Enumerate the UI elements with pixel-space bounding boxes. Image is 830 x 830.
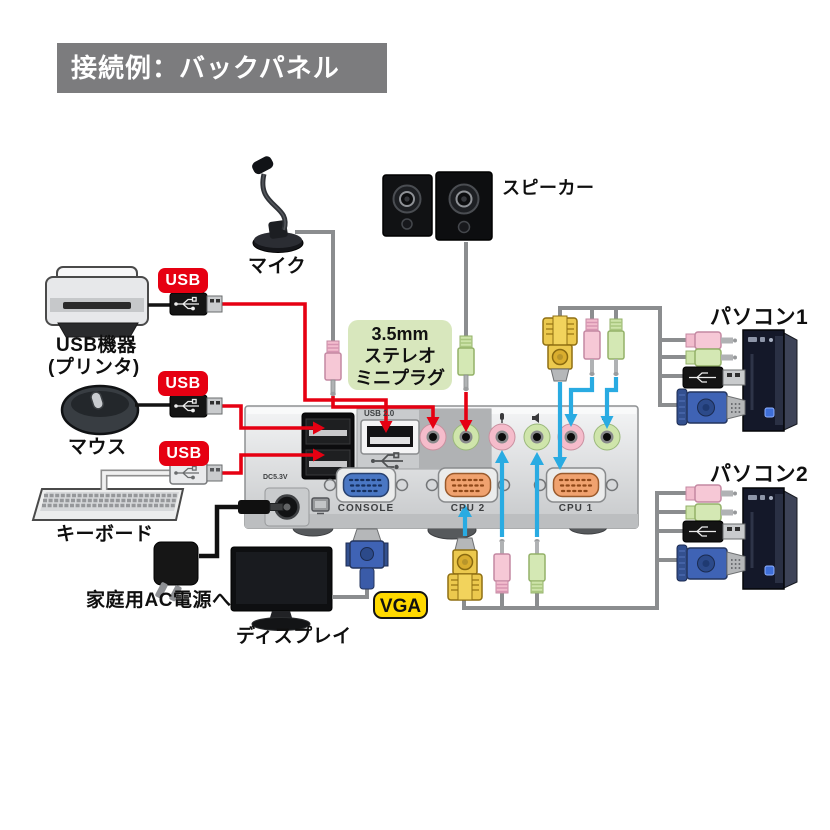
- pc1-speaker-plug: [607, 318, 625, 376]
- usb-trident-icon: [371, 452, 403, 470]
- pc1-speaker-route: [604, 377, 619, 416]
- cpu1-port-label: CPU 1: [558, 503, 594, 514]
- mouse-label: マウス: [68, 437, 127, 458]
- pc1-tower: [742, 329, 798, 432]
- mouse-illustration: [60, 384, 140, 436]
- speakers-illustration: [382, 171, 493, 241]
- stereo-miniplug-note: 3.5mm ステレオ ミニプラグ: [348, 320, 452, 390]
- pc2-mic-plug: [493, 539, 511, 594]
- keyboard-usb-route: [222, 453, 313, 475]
- console-speaker-jack: [452, 423, 480, 451]
- cpu2-vga-port: [425, 467, 511, 503]
- usb20-port-label: USB 2.0: [364, 409, 395, 418]
- mic-route: [331, 396, 435, 417]
- usb-device-label: USB機器: [56, 335, 137, 356]
- mouse-usb-route: [222, 404, 313, 430]
- usb-badge-mouse: USB: [158, 371, 208, 396]
- pc1-mic-plug: [583, 318, 601, 376]
- console-vga-port: [323, 467, 409, 503]
- usb20-port: [360, 419, 420, 455]
- usb-badge-printer: USB: [158, 268, 208, 293]
- pc1-mic-route: [568, 377, 595, 414]
- dc-power-jack: [264, 487, 310, 527]
- red-cables: [222, 302, 468, 475]
- cpu1-vga-port: [533, 467, 619, 503]
- cpu2-mic-jack: [488, 423, 516, 451]
- note-line-3: ミニプラグ: [355, 368, 445, 388]
- pc1-trunk-cable: [558, 306, 679, 407]
- microphone-illustration: [252, 156, 304, 253]
- keyboard-illustration: [31, 488, 185, 521]
- cpu1-mic-jack: [557, 423, 585, 451]
- pc1-vga-connector: [542, 315, 578, 382]
- console-port-label: CONSOLE: [337, 503, 395, 514]
- note-line-1: 3.5mm: [371, 324, 429, 344]
- cpu2-speaker-jack: [523, 423, 551, 451]
- cyan-arrowheads: [458, 414, 614, 517]
- pc2-vga-connector: [447, 537, 483, 601]
- page-title: 接続例：バックパネル: [57, 43, 387, 93]
- black-cables: [100, 303, 240, 559]
- ac-power-label: 家庭用AC電源へ: [86, 590, 232, 611]
- keyboard-label: キーボード: [56, 524, 154, 545]
- pc2-tower: [742, 487, 798, 590]
- mic-label: マイク: [248, 256, 307, 277]
- mic-plug: [324, 340, 342, 397]
- display-icon: [311, 497, 330, 515]
- dc-plug: [238, 500, 284, 514]
- display-label: ディスプレイ: [236, 626, 352, 647]
- mouse-usb-connector: [169, 394, 223, 418]
- cpu2-port-label: CPU 2: [450, 503, 486, 514]
- note-line-2: ステレオ: [364, 346, 436, 366]
- red-arrowheads: [313, 417, 473, 462]
- display-illustration: [230, 546, 333, 631]
- ac-cable: [199, 504, 240, 559]
- ac-adapter-illustration: [153, 541, 199, 602]
- printer-usb-connector: [169, 292, 223, 316]
- keyboard-cable: [102, 471, 172, 490]
- console-mic-jack: [419, 423, 447, 451]
- pc1-label: パソコン1: [710, 306, 809, 329]
- cpu1-speaker-jack: [593, 423, 621, 451]
- audio-jacks: [419, 413, 621, 451]
- printer-illustration: [45, 266, 149, 338]
- speaker-plug: [457, 335, 475, 392]
- display-vga-connector: [345, 528, 389, 590]
- pc2-trunk-cable: [462, 491, 686, 610]
- usb-device-sublabel: (プリンタ): [48, 357, 140, 378]
- cyan-cables: [462, 377, 619, 537]
- dc-port-label: DC5.3V: [263, 474, 288, 481]
- keyboard-cable-outline: [100, 469, 172, 490]
- vga-badge: VGA: [373, 591, 428, 619]
- pc1-branch-connectors: [676, 331, 746, 426]
- usb-badge-keyboard: USB: [159, 441, 209, 466]
- speaker-label: スピーカー: [502, 178, 595, 198]
- display-vga-cable: [332, 586, 369, 599]
- kvm-device: [244, 405, 639, 529]
- mic-cable: [295, 230, 335, 342]
- pc2-branch-connectors: [676, 484, 746, 582]
- pc2-speaker-plug: [528, 539, 546, 594]
- pc2-label: パソコン2: [710, 463, 809, 486]
- gray-cables: [295, 230, 688, 610]
